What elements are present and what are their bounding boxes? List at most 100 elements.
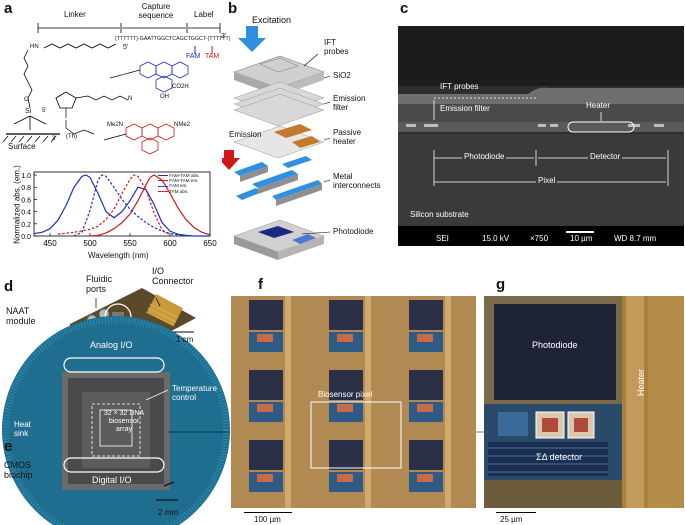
linker-header: Linker: [64, 10, 86, 19]
heater-g: Heater: [636, 368, 646, 396]
legend-label-0: FAM-TAM abs.: [169, 173, 200, 178]
f-scalebar: [244, 512, 292, 513]
chart-xlabel: Wavelength (nm): [88, 251, 149, 260]
hn-atom: HN: [30, 44, 39, 50]
g-scalebar: [496, 512, 536, 513]
panel-a-label: a: [4, 0, 13, 17]
emission-filter-b: Emission filter: [333, 94, 366, 112]
x-tick-label-1: 500: [83, 239, 97, 248]
y-tick-label-0: 0.0: [21, 234, 31, 241]
y-tick-label-4: 0.8: [21, 185, 31, 192]
fluidic-ports: Fluidic ports: [86, 274, 113, 294]
cmos-biochip: CMOS biochip: [4, 460, 33, 480]
pixel-pad-1: [257, 404, 273, 412]
ift-probes-b: IFT probes: [324, 38, 349, 56]
pixel-detail-g: [484, 296, 684, 508]
pixel-photodiode-3: [329, 300, 363, 330]
pixel-pad-3: [337, 334, 353, 342]
pixel-photodiode-6: [409, 300, 443, 330]
sem-kv: 15.0 kV: [482, 234, 510, 243]
nme2-atom: NMe2: [174, 122, 191, 128]
pixel-photodiode-0: [249, 300, 283, 330]
chart-legend: FAM-TAM abs. FAM-TAM em. FAM em. TAM abs…: [158, 173, 200, 194]
excitation-label: Excitation: [252, 15, 292, 25]
series-line-3: [57, 174, 171, 236]
e-scale: 2 mm: [158, 508, 178, 517]
digital-io: Digital I/O: [92, 475, 132, 485]
pixel-pad-6: [417, 334, 433, 342]
pixel-photodiode-7: [409, 370, 443, 400]
th-atom: (Th): [66, 134, 77, 140]
dna-sequence: (TTTTTT)-GAATTGGCTCAGCTGGCT-(TTTTTT): [115, 36, 231, 42]
legend-entry-2: FAM em.: [158, 183, 200, 188]
n-atom: N: [128, 96, 133, 102]
y-tick-label-1: 0.2: [21, 222, 31, 229]
pixel-pad-0: [257, 334, 273, 342]
f-scale: 100 µm: [254, 515, 281, 524]
emission-label: Emission: [229, 130, 262, 139]
sem-wd: WD 8.7 mm: [614, 234, 657, 243]
panel-e-label: e: [4, 438, 13, 455]
ift-probes-c: IFT probes: [440, 82, 479, 91]
tam-label: TAM: [205, 53, 220, 60]
dna-array: 32 × 32 DNA biosensor array: [103, 410, 145, 433]
fam-label: FAM: [186, 53, 201, 60]
label-header: Label: [194, 10, 214, 19]
pixel-array-f: [249, 296, 451, 508]
legend-label-1: FAM-TAM em.: [169, 178, 199, 184]
photodiode-b: Photodiode: [333, 227, 374, 236]
legend-entry-0: FAM-TAM abs.: [158, 173, 200, 178]
d-scale: 1 cm: [176, 335, 194, 344]
panel-b-figure: [222, 26, 331, 260]
pixel-photodiode-2: [249, 440, 283, 470]
panel-g-label: g: [496, 276, 506, 293]
pixel-pad-7: [417, 404, 433, 412]
emission-filter-c: Emission filter: [440, 104, 490, 113]
micrograph-g: [484, 296, 684, 508]
prime-3-backbone: 3': [52, 136, 57, 142]
photodiode-g: Photodiode: [532, 340, 578, 350]
panel-d-label: d: [4, 278, 14, 295]
panel-f-label: f: [258, 276, 263, 293]
io-connector: I/O Connector: [152, 266, 194, 286]
temp-control: Temperature control: [172, 384, 217, 402]
x-tick-label-4: 650: [203, 239, 217, 248]
heater-c: Heater: [586, 101, 611, 110]
series-line-2: [73, 174, 187, 237]
pixel-photodiode-8: [409, 440, 443, 470]
me2n-atom: Me2N: [107, 122, 124, 128]
prime-5: 5': [123, 44, 129, 51]
photodiode-c: Photodiode: [462, 152, 507, 161]
g-scale: 25 µm: [500, 515, 523, 524]
pixel-pad-4: [337, 404, 353, 412]
metal-interconnects-label: Metal interconnects: [333, 172, 381, 190]
y-tick-label-5: 1.0: [21, 173, 31, 180]
heater-strip: [285, 296, 291, 508]
pixel-photodiode-5: [329, 440, 363, 470]
sem-mag: ×750: [530, 234, 549, 243]
oh-atom: OH: [160, 94, 169, 100]
silicon-substrate: Silicon substrate: [410, 210, 469, 219]
pixel-pad-5: [337, 474, 353, 482]
x-tick-label-2: 550: [123, 239, 137, 248]
pixel-pad-2: [257, 474, 273, 482]
sem-mode: SEI: [436, 234, 449, 243]
si-atom: Si: [25, 108, 32, 115]
o-atom: O: [24, 97, 29, 103]
pixel-pad-8: [417, 474, 433, 482]
series-line-1: [89, 174, 211, 237]
surface-label: Surface: [8, 142, 36, 151]
biosensor-pixel-label: Biosensor pixel: [318, 390, 373, 399]
panel-c-label: c: [400, 0, 409, 17]
sem-scale: 10 µm: [570, 234, 593, 243]
legend-label-2: FAM em.: [169, 183, 188, 189]
capture-header: Capture sequence: [138, 2, 174, 20]
x-tick-label-0: 450: [43, 239, 57, 248]
naat-module: NAAT module: [6, 306, 36, 326]
co2h-atom-1: CO2H: [172, 84, 189, 90]
panel-b-label: b: [228, 0, 238, 17]
prime-3: 3': [221, 33, 227, 40]
series-line-0: [33, 174, 210, 237]
panel-de-figure: [2, 288, 230, 525]
